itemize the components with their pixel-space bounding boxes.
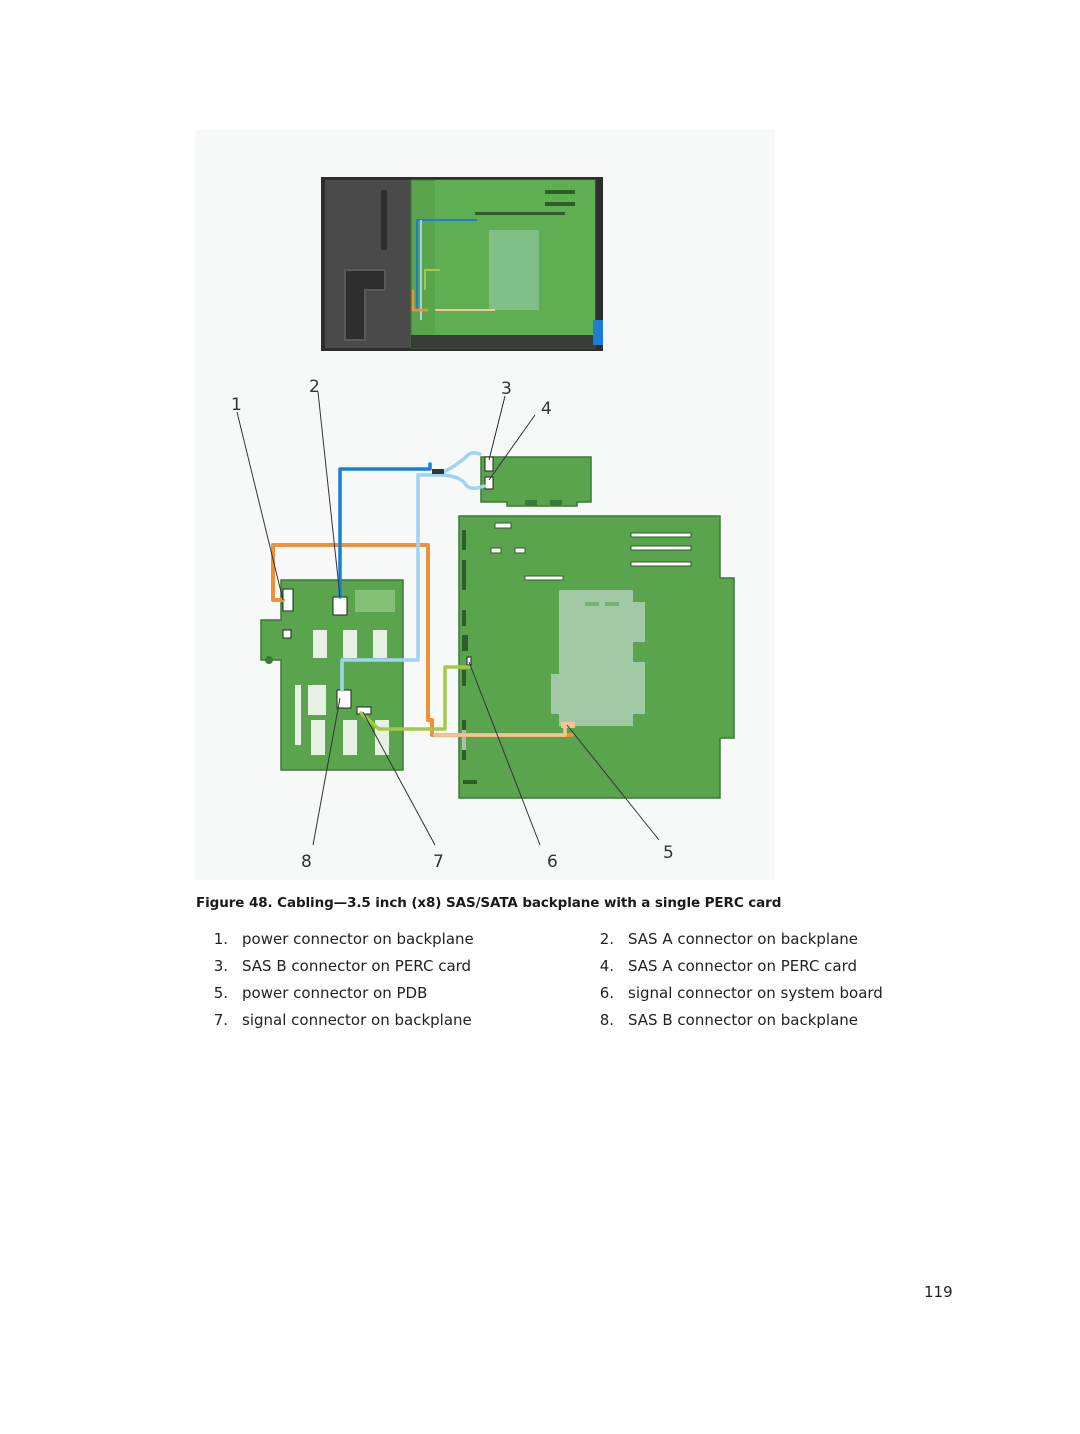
sas-b-connector-perc [484, 456, 494, 472]
legend-item-3: 3. SAS B connector on PERC card [200, 957, 471, 975]
callout-8: 8 [301, 852, 312, 872]
cables [271, 450, 574, 737]
legend-item-7: 7. signal connector on backplane [200, 1011, 472, 1029]
legend-number: 1. [213, 930, 228, 948]
legend-number: 6. [599, 984, 614, 1002]
legend-text: power connector on PDB [242, 984, 428, 1002]
legend-number: 7. [213, 1011, 228, 1029]
perc-card [480, 456, 592, 507]
legend-number: 4. [599, 957, 614, 975]
callout-leaders [236, 391, 660, 846]
sas-b-cable [340, 450, 486, 692]
legend-item-6: 6. signal connector on system board [586, 984, 883, 1002]
callout-3: 3 [501, 379, 512, 399]
sas-b-connector-backplane [336, 689, 352, 709]
callout-1: 1 [231, 395, 242, 415]
callout-4: 4 [541, 399, 552, 419]
legend-text: signal connector on system board [628, 984, 883, 1002]
legend-number: 2. [599, 930, 614, 948]
callout-6: 6 [547, 852, 558, 872]
power-connector-pdb [561, 722, 575, 728]
signal-connector-system-board [466, 656, 472, 666]
system-board [458, 515, 735, 799]
callouts: 1 2 3 4 8 7 6 5 [231, 377, 674, 872]
legend-item-4: 4. SAS A connector on PERC card [586, 957, 857, 975]
cabling-diagram: 1 2 3 4 8 7 6 5 [195, 130, 775, 880]
legend-text: power connector on backplane [242, 930, 474, 948]
signal-cable [359, 665, 471, 731]
callout-2: 2 [309, 377, 320, 397]
callout-5: 5 [663, 843, 674, 863]
legend-item-2: 2. SAS A connector on backplane [586, 930, 858, 948]
legend-number: 8. [599, 1011, 614, 1029]
sas-a-connector-backplane [332, 596, 348, 616]
backplane-board [260, 579, 404, 771]
legend-item-1: 1. power connector on backplane [200, 930, 474, 948]
sas-a-cable [338, 462, 432, 599]
legend-text: SAS A connector on PERC card [628, 957, 858, 975]
legend-text: signal connector on backplane [242, 1011, 472, 1029]
pdb-power-cable [433, 725, 567, 737]
callout-7: 7 [433, 852, 444, 872]
legend-text: SAS A connector on backplane [628, 930, 859, 948]
legend-number: 3. [213, 957, 228, 975]
figure-caption: Figure 48. Cabling—3.5 inch (x8) SAS/SAT… [196, 895, 782, 911]
legend-item-5: 5. power connector on PDB [200, 984, 428, 1002]
legend-text: SAS B connector on backplane [628, 1011, 859, 1029]
sas-a-connector-perc [484, 476, 494, 490]
page-number: 119 [924, 1283, 953, 1301]
legend-text: SAS B connector on PERC card [242, 957, 472, 975]
legend-number: 5. [213, 984, 228, 1002]
orange-power-cable [271, 543, 574, 737]
tower-chassis-thumbnail [321, 177, 603, 351]
legend-item-8: 8. SAS B connector on backplane [586, 1011, 858, 1029]
